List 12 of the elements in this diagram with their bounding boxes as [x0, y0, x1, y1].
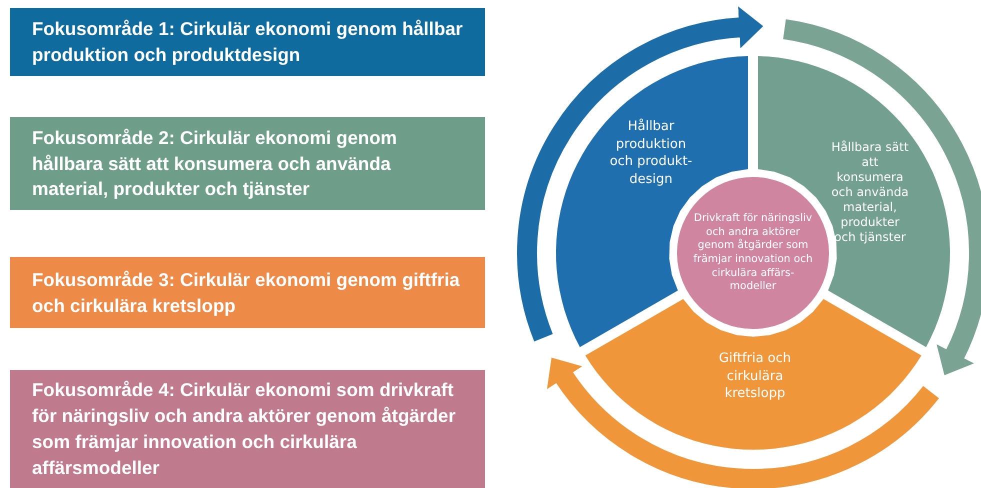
focus-area-banner: [10, 117, 485, 210]
banner-text: Fokusområde 1: Cirkulär ekonomi genom hållbar produktion och produktdesign: [32, 17, 463, 67]
banner-text: Fokusområde 2: Cirkulär ekonomi genom hållbara sätt att konsumera och använda material, produkter och tjänster: [32, 126, 398, 202]
focus-area-banner: [10, 257, 485, 328]
segment-label: Giftfria och cirkulära kretslopp: [718, 350, 792, 403]
banner-text: Fokusområde 3: Cirkulär ekonomi genom giftfria och cirkulära kretslopp: [32, 268, 461, 318]
banner-text: Fokusområde 4: Cirkulär ekonomi som drivkraft för näringsliv och andra aktörer genom åtgärder som främjar innovation och cirkulära affärsmodeller: [32, 378, 457, 480]
segment-label: Hållbara sätt att konsumera och använda material, produkter och tjänster: [830, 140, 910, 245]
focus-area-banner: [10, 8, 485, 76]
segment-label: Hållbar produktion och produkt-design: [608, 118, 694, 188]
center-label: Drivkraft för näringsliv och andra aktörer genom åtgärder som främjar innovation och cirkulära affärs-modeller: [692, 212, 814, 294]
focus-area-banner: [10, 370, 485, 488]
